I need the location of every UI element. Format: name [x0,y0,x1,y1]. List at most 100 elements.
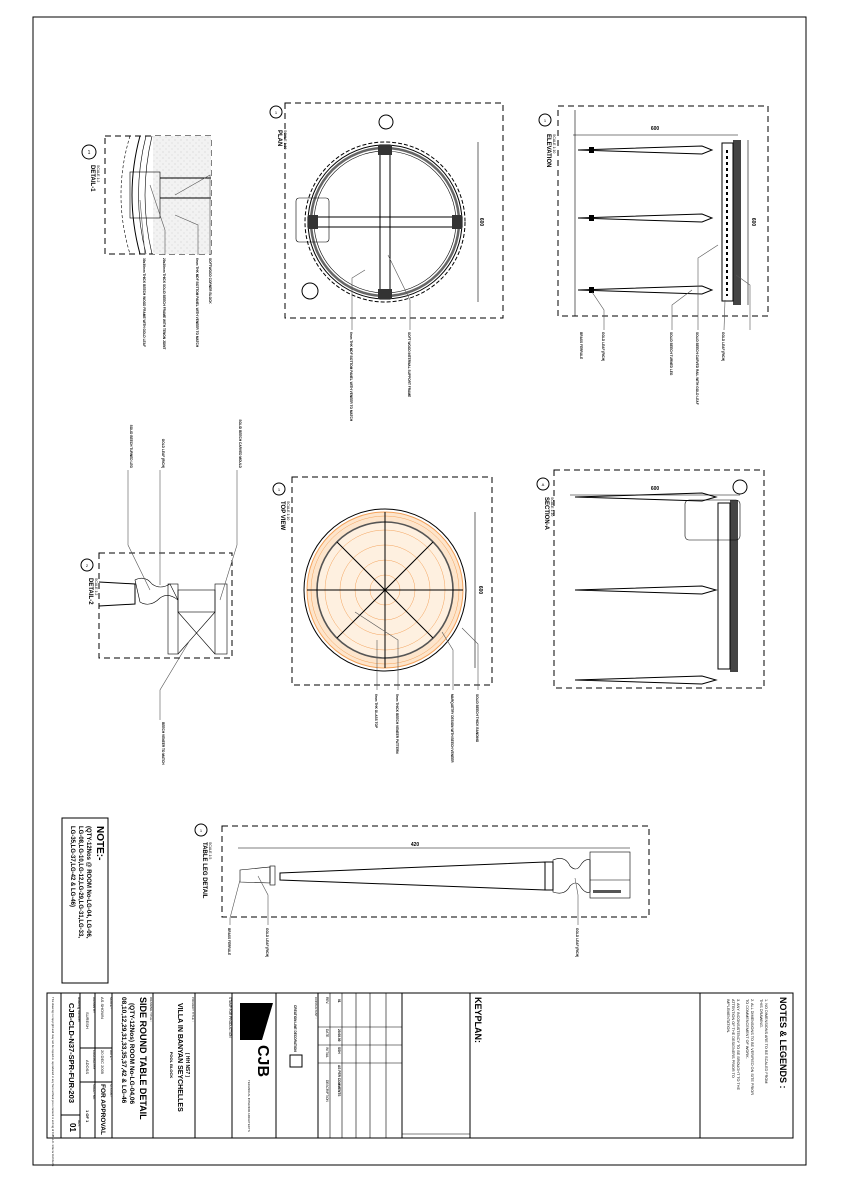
drawing-number: CJB-CLD-N37-SPR-FUR-203 [67,1003,76,1103]
detail-2-scale: SCALE 1:2 [94,578,98,595]
leader-note: BEECH VENEER TO MATCH [161,722,165,765]
consultant-label: CONSULTANT : [314,997,318,1019]
drawing-title-line: (QTY-12Nos) ROOM No-LG-04,06 [128,1003,135,1105]
sheet-value: 1 OF 1 [85,1110,90,1123]
leader-note: 6mm THK MDF BOTTOM PANEL WITH VENEER TO … [349,332,353,422]
status-label: STATUS : [109,1084,113,1097]
elevation-scale: SCALE 1:10 [552,134,556,153]
leader-note: SOFT WOOD INTERNAL SUPPORT FRAME [407,332,411,397]
detail-2-title: DETAIL-2 [87,578,93,605]
svg-text:CJB: CJB [254,1045,271,1077]
note-line: LG-08,LG-10,LG-12,LG-29,LG-31,LG-33, [77,826,83,938]
leader-note: GOLD LEAF (RICH) [575,928,579,957]
svg-text:01: 01 [337,999,341,1003]
company-tagline: TECHNICAL INTERIOR ARCHITECTS [247,1080,251,1132]
leader-note: SOLID BEECH TURNED LEG [129,425,133,469]
leader-note: SOLID BEECH CARVED RAIL WITH GOLD LEAF [695,332,699,405]
plan-view: 600 1 PLAN SCALE 1:10 6mm THK MDF BOTTOM… [269,102,504,422]
initial-header: INITIAL [325,1047,329,1058]
project-title-line: VILLA IN BANYAN SEYCHELLES [176,1003,183,1112]
date-label: DATE : [109,1050,113,1060]
sheet-border [32,16,807,1166]
leader-note: GOLD LEAF (RICH) [161,439,165,468]
leader-note: SOLID BEECH TURNED LEG [669,332,673,376]
checked-label: CHECKED BY [92,1050,96,1070]
note-item: THIS DRAWING. [759,999,763,1028]
section-a-scale: SCALE 1:10 [550,497,554,516]
drawn-value: SURESH [85,1012,90,1029]
detail-1-title: DETAIL-1 [89,165,95,192]
detail-2-ref: 2 [86,563,89,568]
section-a-view: 600 A SECTION-A SCALE 1:10 [536,469,765,689]
note-heading: NOTE:- [94,826,105,860]
leader-note: MARQUETRY DESIGN WITH BEECH VENEER [450,694,454,763]
top-view: 600 1 TOP VIEW SCALE 1:10 SOLID BEECH TH… [272,476,493,763]
drawing-title-label: DRAWING TITLE : [149,997,153,1022]
leader-note: BRASS FERRULE [579,332,583,359]
rev-label: REV. [77,1120,81,1127]
section-marker [378,114,394,130]
leader-note: 6mm THK MDF BOTTOM PANEL WITH VENEER TO … [195,258,199,348]
drawing-title-line: SIDE ROUND TABLE DETAIL [138,997,148,1120]
scale-value: AS SHOWN [100,997,105,1019]
rev-header: REV. [325,997,329,1004]
leg-detail-ref: 1 [200,828,203,833]
copyright-disclaimer: This drawing is copyright and may not be… [51,997,55,1167]
leader-note: SOFTWOOD CORNER BLOCK [208,258,212,304]
plan-title: PLAN [276,130,282,146]
rev-number: 01 [68,1123,77,1132]
elevation-ref: 1 [544,118,547,123]
note-item: IMPLEMENTATION. [726,999,730,1033]
table-leg-detail-view: 420 1 TABLE LEG DETAIL SCALE 1:5 BRASS F… [194,823,650,957]
top-view-title: TOP VIEW [279,501,285,530]
description-header: DESCRIPTION [325,1080,329,1102]
leader-note: 30x30mm THICK BEECH WOOD FRAME WITH GOLD… [142,258,146,347]
status-value: FOR APPROVAL [99,1084,106,1135]
project-title-line: ( HH NS7 ) [184,1053,190,1078]
detail-2-view: 2 DETAIL-2 SCALE 1:2 SOLID BEECH CARVED … [80,419,242,765]
elevation-height-dimension: 600 [750,218,756,227]
leader-note: 6mm THK GLASS TOP [374,694,378,729]
note-item: ATTENTION OF THE DESIGNERS PRIOR TO [731,999,735,1078]
checked-value: ADOSS [85,1060,90,1074]
leader-note: GOLD LEAF (RICH) [265,928,269,957]
scale-label: SCALE : [109,997,113,1009]
stamp-label: STAMP FOR PRODUCTION [228,997,232,1038]
leader-note: 5mm THICK BEECH VENEER PATTERN [395,694,399,754]
detail-1-scale: SCALE 1:2 [96,165,100,182]
keyplan-label: KEYPLAN: [473,997,483,1043]
leader-note: BRASS FERRULE [227,928,231,955]
top-view-scale: SCALE 1:10 [286,501,290,520]
detail-1-view: 1 DETAIL-1 SCALE 1:2 SOFTWOOD CORNER BLO… [81,135,212,349]
leader-note: SOLID BEECH CARVED MOULD [238,419,242,468]
note-item: 1. NO DIMENSIONS ARE TO BE SCALED FROM [764,999,768,1083]
quantity-note-box: NOTE:- (QTY-12Nos @ ROOM No-LG-04, LG-06… [61,817,109,984]
consultant-logo-icon [289,1054,303,1068]
note-item: 3. ANY INCONSISTENCY TO BE BROUGHT TO TH… [736,999,740,1090]
title-block: This drawing is copyright and may not be… [46,992,794,1167]
leader-note: 20x20mm THICK SOLID BEECH FRAME WITH TEN… [162,258,166,349]
elevation-title: ELEVATION [545,134,551,167]
project-title-label: PROJECT TITLE : [191,997,195,1022]
date-header: DATE [325,1029,329,1037]
note-item: 2. ALL DIMENSIONS TO BE VERIFIED ON SITE… [750,999,754,1095]
plan-dimension: 600 [478,218,484,227]
leader-note: GOLD LEAF (RICH) [721,332,725,361]
top-view-ref: 1 [278,487,281,492]
leg-detail-scale: SCALE 1:5 [208,842,212,859]
drawing-title-line: 08,10,12,29,31,33,35,37,42 & LG-46 [120,997,127,1104]
top-view-dimension: 600 [477,586,483,595]
section-a-title: SECTION-A [543,497,549,531]
consultant-name: CREATION LINE DECORATION [293,1005,297,1052]
section-marker [301,282,319,300]
note-line: (QTY-12Nos @ ROOM No-LG-04, LG-06, [85,826,91,939]
svg-text:SSH: SSH [337,1047,341,1054]
section-a-ref: A [542,482,545,487]
sheet-label: SHEET No. [92,1084,96,1100]
leader-note: GOLD LEAF (RICH) [601,332,605,361]
drawn-label: DRAWN BY [92,997,96,1013]
drawing-number-label: drawing number [77,997,81,1023]
section-a-dimension: 600 [651,486,660,492]
project-title-line: POOL BLOCK [169,1052,174,1079]
